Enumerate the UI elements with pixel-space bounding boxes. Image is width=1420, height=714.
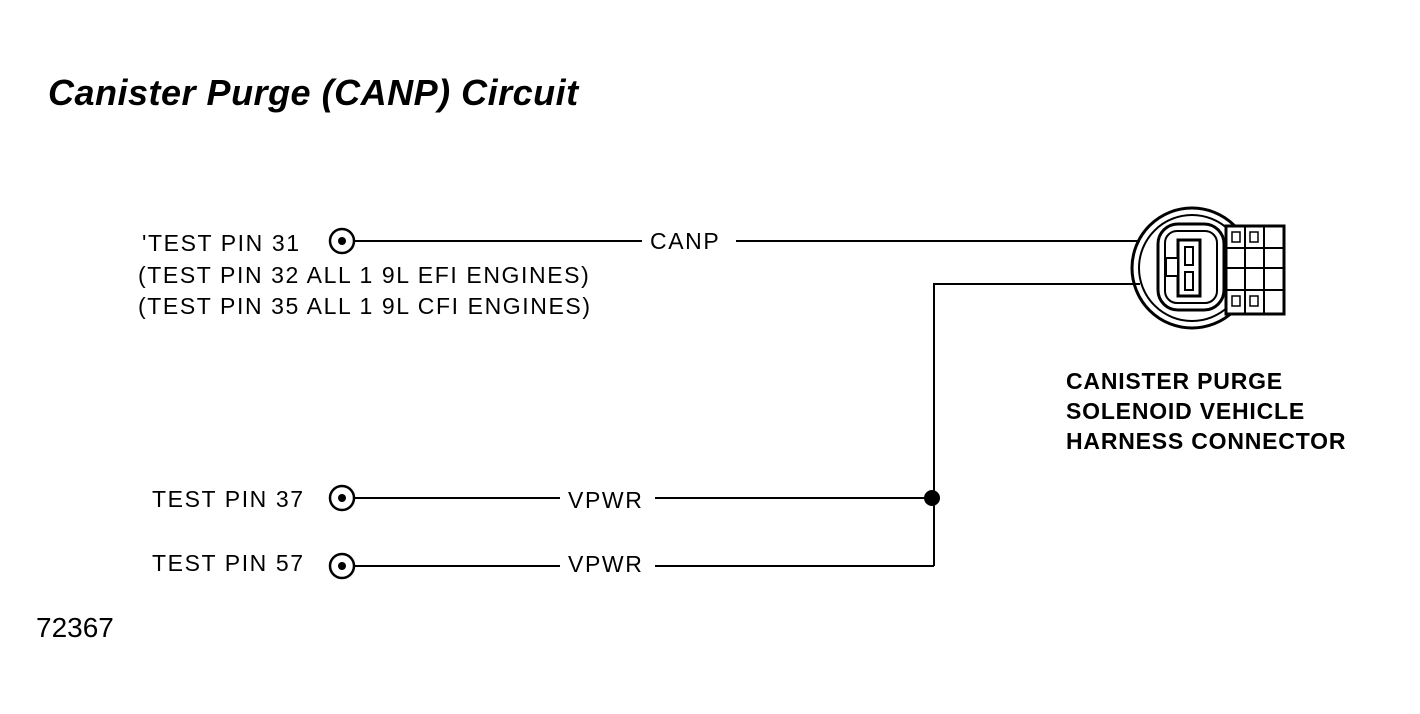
test-pin-31-note-cfi: (TEST PIN 35 ALL 1 9L CFI ENGINES) [138, 293, 592, 319]
vpwr-wire-label-1: VPWR [568, 487, 643, 513]
connector-caption-line-1: CANISTER PURGE [1066, 368, 1283, 394]
connector-caption-line-3: HARNESS CONNECTOR [1066, 428, 1347, 454]
harness-connector-icon [1130, 206, 1286, 330]
vpwr-riser-wire [933, 283, 1140, 566]
test-pin-31-label: 'TEST PIN 31 [142, 230, 301, 256]
test-pin-37-terminal [328, 484, 356, 512]
test-pin-37-label: TEST PIN 37 [152, 486, 305, 512]
connector-caption-line-2: SOLENOID VEHICLE [1066, 398, 1305, 424]
test-pin-57-terminal [328, 552, 356, 580]
figure-number: 72367 [36, 612, 114, 643]
test-pin-31-terminal [328, 227, 356, 255]
connector-caption: CANISTER PURGE SOLENOID VEHICLE HARNESS … [1066, 366, 1346, 456]
vpwr-wire-label-2: VPWR [568, 551, 643, 577]
test-pin-57-label: TEST PIN 57 [152, 550, 305, 576]
diagram-title: Canister Purge (CANP) Circuit [48, 72, 579, 113]
splice-junction-dot [924, 490, 940, 506]
canp-wire-label: CANP [650, 228, 720, 254]
test-pin-31-note-efi: (TEST PIN 32 ALL 1 9L EFI ENGINES) [138, 262, 591, 288]
